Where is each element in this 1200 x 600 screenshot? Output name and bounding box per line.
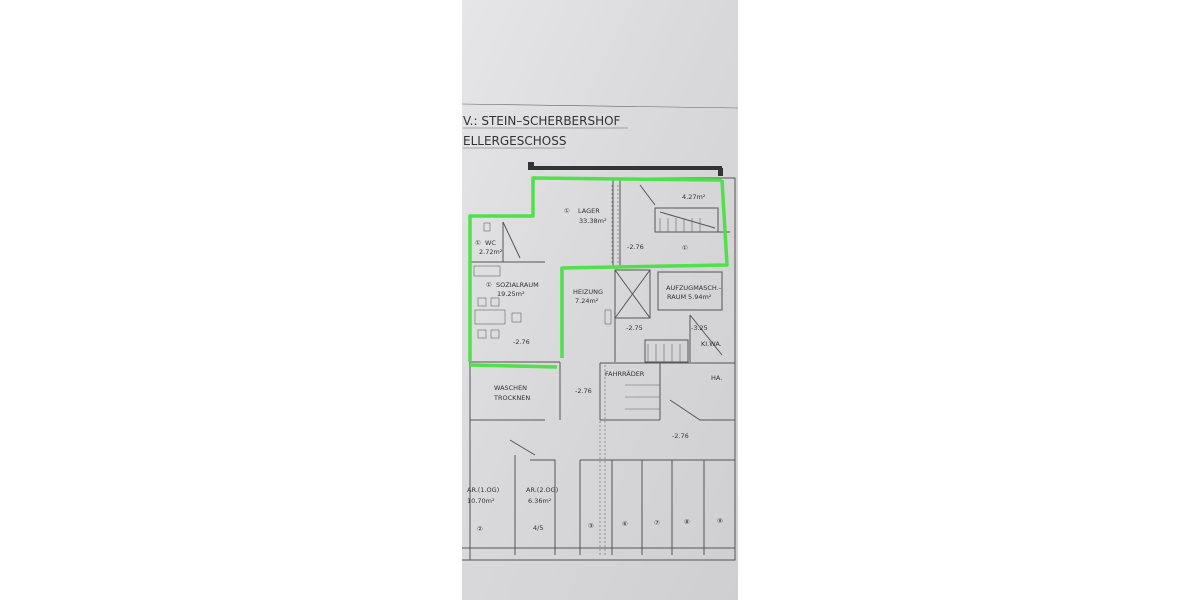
room-ar2: AR.(2.OG) <box>526 486 558 494</box>
cellar-8: ⑧ <box>684 518 690 526</box>
room-kiwa: KI.WA. <box>701 340 722 348</box>
room-marker: ① <box>486 281 492 289</box>
cellar-6: ⑥ <box>622 520 628 528</box>
paper-photo <box>462 0 738 600</box>
room-marker: ① <box>682 244 688 252</box>
cellar-7: ⑦ <box>654 519 660 527</box>
room-ar1: AR.(1.OG) <box>467 486 499 494</box>
room-area: 7.24m² <box>575 297 599 305</box>
border-line <box>461 103 739 109</box>
room-area: 4.27m² <box>682 193 706 201</box>
room-marker: ① <box>564 207 570 215</box>
room-area: 19.25m² <box>497 290 525 298</box>
room-wc: WC <box>485 239 496 247</box>
plan-subtitle: ELLERGESCHOSS <box>463 134 566 148</box>
highlight-outline <box>468 176 729 369</box>
floor-level: -2.76 <box>513 338 530 346</box>
walls <box>462 162 736 561</box>
floor-level: -2.76 <box>575 387 592 395</box>
room-area: 5.94m² <box>688 293 712 301</box>
cellar-9: ⑨ <box>717 517 723 525</box>
plan-title: V.: STEIN–SCHERBERSHOF <box>463 114 621 128</box>
floor-level: -2.76 <box>627 243 644 251</box>
room-labels: ① LAGER 33.38m² 4.27m² ① -2.76 ① WC 2.72… <box>467 193 723 533</box>
room-heizung: HEIZUNG <box>573 288 603 296</box>
room-area: 2.72m² <box>479 248 503 256</box>
room-waschen: WASCHEN <box>494 384 527 392</box>
room-fahrraeder: FAHRRÄDER <box>605 369 645 378</box>
floor-level: -2.75 <box>626 324 643 332</box>
room-waschen-line2: TROCKNEN <box>493 394 530 402</box>
cellar-3: ③ <box>588 522 594 530</box>
room-sozialraum: SOZIALRAUM <box>496 281 539 289</box>
room-marker: 4/5 <box>533 524 543 532</box>
room-area: 10.70m² <box>467 497 495 505</box>
room-lager: LAGER <box>578 207 600 215</box>
room-marker: ① <box>475 239 481 247</box>
room-aufzug: AUFZUGMASCH.- <box>666 284 722 292</box>
floor-level: -3.25 <box>691 324 708 332</box>
room-aufzug-line2: RAUM <box>667 293 686 301</box>
room-ha: HA. <box>711 374 722 382</box>
floor-level: -2.76 <box>672 432 689 440</box>
room-marker: ② <box>477 525 483 533</box>
room-area: 33.38m² <box>579 217 607 225</box>
room-area: 6.36m² <box>528 497 552 505</box>
